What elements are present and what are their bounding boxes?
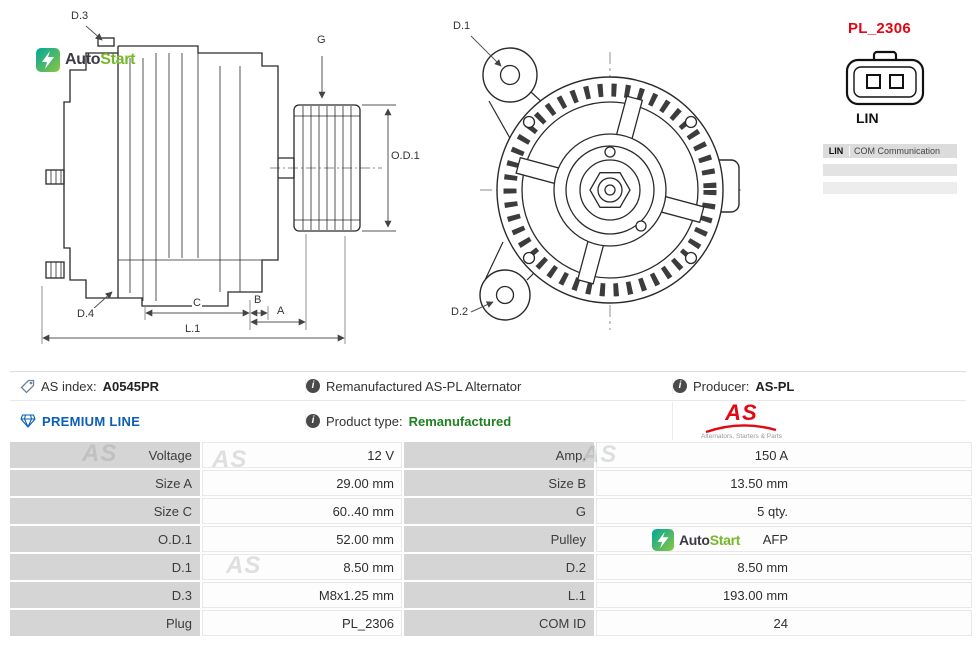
spec-label-d1: D.1 (10, 554, 200, 580)
spec-label-g: G (404, 498, 594, 524)
premium-line-label: PREMIUM LINE (42, 413, 141, 429)
diamond-icon (20, 414, 36, 428)
aspl-logo: AS Alternators, Starters & Parts (701, 399, 782, 441)
autostart-logo-text: AutoStart (679, 532, 741, 548)
spec-label-od1: O.D.1 (10, 526, 200, 552)
comm-description: COM Communication (854, 146, 941, 156)
spec-value-od1: 52.00 mm (202, 526, 402, 552)
comm-pin-label: LIN (823, 146, 850, 156)
dim-label-l1: L.1 (184, 323, 202, 336)
lightning-icon (652, 529, 674, 551)
comm-row-placeholder (823, 164, 957, 176)
info-icon[interactable] (306, 379, 320, 393)
dim-label-od1: O.D.1 (390, 150, 421, 163)
alternator-side-view-drawing (41, 25, 396, 344)
spec-value-l1: 193.00 mm (596, 582, 972, 608)
aspl-caption: Alternators, Starters & Parts (701, 432, 782, 440)
comm-table-row: LIN COM Communication (823, 144, 957, 158)
dim-label-d3: D.3 (70, 10, 90, 23)
product-type-label: Product type: (326, 413, 403, 429)
dim-label-d4: D.4 (76, 308, 96, 321)
description-group: Remanufactured AS-PL Alternator (305, 378, 672, 394)
info-row-secondary: PREMIUM LINE Product type: Remanufacture… (10, 400, 966, 441)
spec-label-amp: Amp. (404, 442, 594, 468)
product-description: Remanufactured AS-PL Alternator (326, 378, 522, 394)
dim-label-d1: D.1 (452, 20, 472, 33)
aspl-logo-group: AS Alternators, Starters & Parts (672, 399, 966, 441)
as-index-label: AS index: (41, 378, 97, 394)
spec-value-g: 5 qty. (596, 498, 972, 524)
spec-value-com-id: 24 (596, 610, 972, 636)
as-index-group: AS index: A0545PR (10, 379, 305, 394)
spec-label-pulley: Pulley (404, 526, 594, 552)
spec-value-plug: PL_2306 (202, 610, 402, 636)
spec-value-d3: M8x1.25 mm (202, 582, 402, 608)
dim-label-a: A (276, 305, 286, 318)
aspl-swoosh (706, 424, 777, 433)
spec-label-size-b: Size B (404, 470, 594, 496)
spec-value-amp: 150 A (596, 442, 972, 468)
dim-label-g: G (316, 34, 327, 47)
dim-label-d2: D.2 (450, 306, 470, 319)
dim-label-c: C (192, 297, 202, 310)
spec-value-size-b: 13.50 mm (596, 470, 972, 496)
product-type-group: Product type: Remanufactured (305, 413, 672, 429)
as-index-value: A0545PR (102, 378, 160, 394)
spec-label-com-id: COM ID (404, 610, 594, 636)
spec-label-d2: D.2 (404, 554, 594, 580)
info-icon[interactable] (306, 414, 320, 428)
spec-label-d3: D.3 (10, 582, 200, 608)
autostart-logo-text: AutoStart (65, 51, 136, 68)
plug-code-link[interactable]: PL_2306 (848, 20, 911, 37)
premium-line-group: PREMIUM LINE (10, 414, 305, 429)
producer-label: Producer: (693, 378, 750, 394)
spec-value-size-a: 29.00 mm (202, 470, 402, 496)
spec-value-size-c: 60..40 mm (202, 498, 402, 524)
spec-label-voltage: Voltage (10, 442, 200, 468)
connector-name: LIN (856, 110, 879, 126)
dim-label-b: B (253, 294, 263, 307)
comm-row-placeholder (823, 182, 957, 194)
spec-label-size-c: Size C (10, 498, 200, 524)
connector-plug-icon (845, 50, 925, 106)
spec-label-l1: L.1 (404, 582, 594, 608)
tag-icon (20, 379, 35, 393)
alternator-front-view-drawing (470, 35, 741, 330)
spec-table: Voltage 12 V Amp. 150 A Size A 29.00 mm … (10, 442, 972, 636)
spec-label-size-a: Size A (10, 470, 200, 496)
info-row-primary: AS index: A0545PR Remanufactured AS-PL A… (10, 371, 966, 400)
lightning-icon (36, 48, 60, 72)
spec-label-plug: Plug (10, 610, 200, 636)
producer-value: AS-PL (755, 378, 795, 394)
product-type-value: Remanufactured (408, 413, 512, 429)
autostart-logo-overlay: AutoStart (652, 529, 740, 551)
producer-group: Producer: AS-PL (672, 378, 966, 394)
aspl-logo-text: AS (725, 399, 758, 425)
spec-value-d1: 8.50 mm (202, 554, 402, 580)
spec-value-d2: 8.50 mm (596, 554, 972, 580)
spec-value-voltage: 12 V (202, 442, 402, 468)
autostart-logo: AutoStart (36, 48, 136, 72)
info-icon[interactable] (673, 379, 687, 393)
